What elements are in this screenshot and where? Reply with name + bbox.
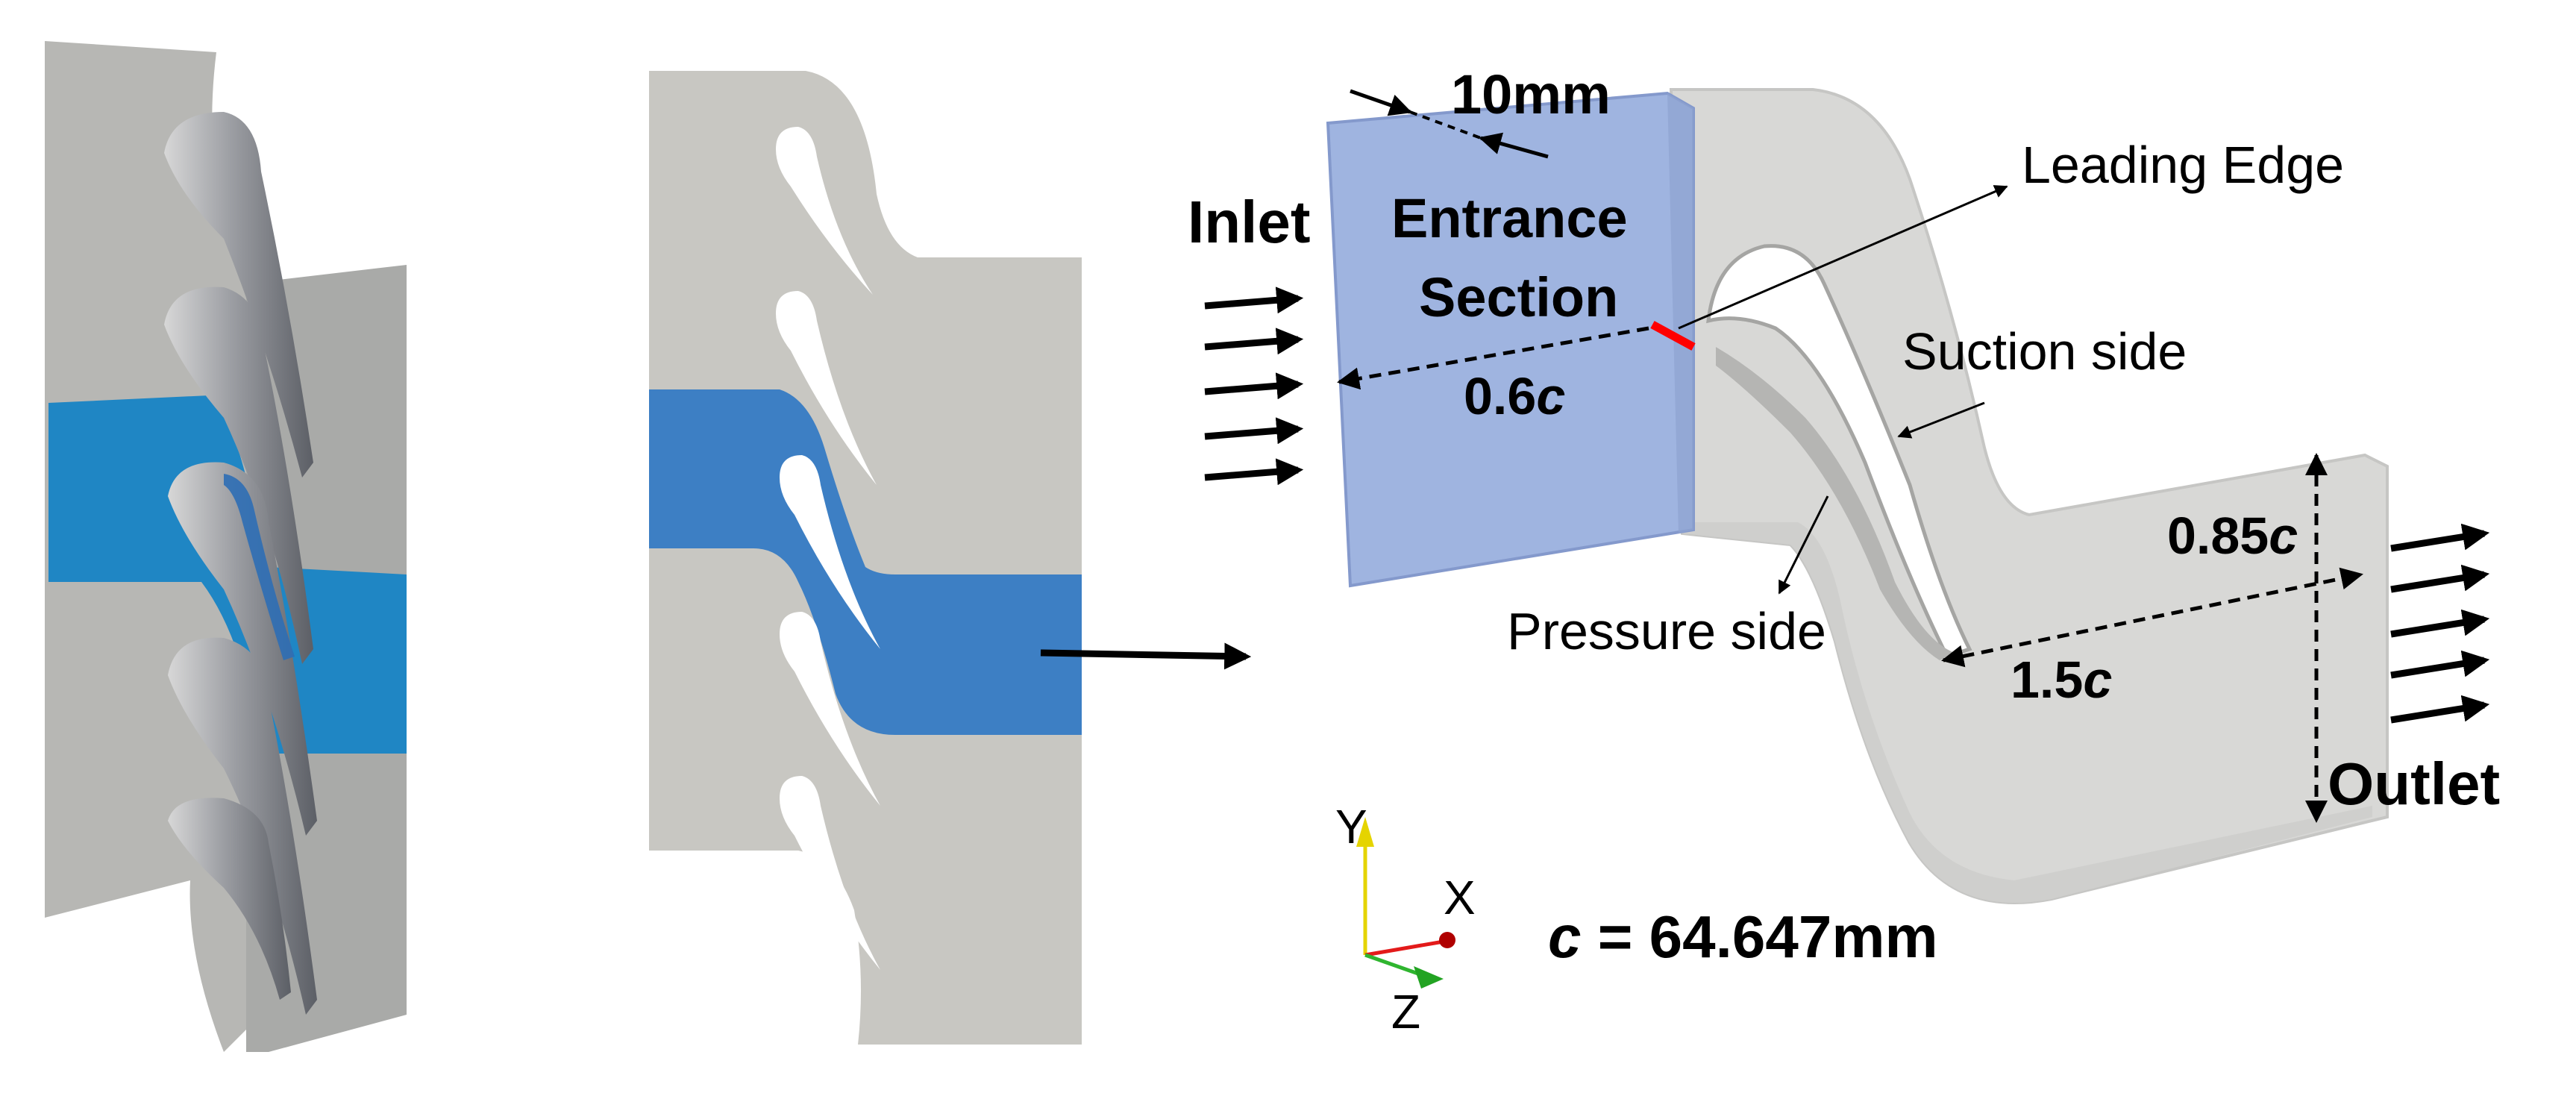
panel-3d-cascade [45, 41, 407, 1052]
chord-symbol: c [1548, 904, 1582, 970]
panel-domain: 10mm Inlet Entrance Section 0.6c Leading… [1188, 63, 2500, 1039]
passage-strip-on-blade [224, 474, 295, 660]
blade-slots-2d [776, 127, 880, 970]
blade-slot [780, 612, 880, 806]
outlet-length-number: 1.5 [2011, 651, 2083, 709]
domain-passage [1669, 88, 2389, 904]
outlet-height-unit: c [2269, 507, 2298, 565]
y-axis-label: Y [1335, 800, 1367, 854]
outlet-arrow [2390, 650, 2490, 679]
outlet-length-unit: c [2083, 651, 2112, 709]
inlet-arrow [1204, 328, 1304, 355]
thickness-arrow-outer [1350, 89, 1412, 116]
outlet-length-dim [1941, 567, 2363, 668]
inlet-arrows [1204, 286, 1304, 486]
chord-length-label: c = 64.647mm [1548, 904, 1938, 970]
pressure-side-label: Pressure side [1507, 602, 1826, 660]
suction-side-label: Suction side [1902, 322, 2187, 381]
inlet-arrow [1204, 417, 1304, 445]
blade-pressure-band [1716, 347, 1955, 660]
inlet-arrow [1204, 372, 1304, 400]
x-axis-label: X [1444, 871, 1476, 924]
inlet-label: Inlet [1188, 189, 1310, 255]
leading-edge-label: Leading Edge [2022, 136, 2344, 194]
panel-2d-cascade [649, 71, 1252, 1045]
pressure-pointer [1778, 495, 1829, 595]
z-axis-label: Z [1391, 985, 1420, 1039]
outlet-length-label: 1.5c [2011, 651, 2112, 709]
x-axis-cone [1439, 932, 1455, 948]
outlet-arrow [2390, 695, 2490, 724]
blade-slot [780, 455, 880, 649]
blade-3d [168, 462, 317, 836]
thickness-label: 10mm [1451, 63, 1611, 125]
blade-slot [776, 127, 873, 295]
outlet-arrow [2390, 523, 2490, 552]
zoom-arrow [1040, 642, 1252, 670]
entrance-label-line1: Entrance [1391, 187, 1628, 249]
entrance-width-unit: c [1536, 367, 1565, 425]
blade-3d [168, 637, 317, 1015]
z-axis-cone [1414, 966, 1444, 989]
y-axis-cone [1356, 817, 1374, 847]
x-axis-line [1364, 939, 1444, 957]
blade-3d [164, 112, 313, 477]
outlet-arrows [2390, 523, 2490, 724]
inlet-arrow [1204, 458, 1304, 486]
entrance-label-line2: Section [1419, 266, 1618, 328]
leading-edge-pointer [1678, 185, 2008, 330]
entrance-width-number: 0.6 [1464, 367, 1536, 425]
outlet-height-number: 0.85 [2167, 507, 2269, 565]
outlet-arrow [2390, 564, 2490, 593]
chord-value: = 64.647mm [1582, 904, 1938, 970]
entrance-width-label: 0.6c [1464, 367, 1565, 425]
blade-slot [780, 776, 880, 970]
blade-slot [776, 291, 877, 485]
leading-edge-mark [1650, 321, 1696, 351]
inlet-arrow [1204, 286, 1304, 314]
entrance-width-dim [1337, 326, 1649, 390]
thickness-arrow-inner [1479, 132, 1549, 159]
blade-3d [168, 798, 291, 1000]
outlet-label: Outlet [2328, 751, 2500, 817]
outlet-height-label: 0.85c [2167, 507, 2298, 565]
blade-row-3d [164, 112, 317, 1015]
entrance-section-side [1667, 93, 1693, 533]
outlet-arrow [2390, 609, 2490, 638]
passage-band-2d [649, 389, 1082, 735]
axis-triad: Y X Z [1335, 800, 1476, 1039]
blade-3d [164, 286, 313, 664]
suction-pointer [1897, 401, 1985, 439]
entrance-section [1326, 91, 1695, 588]
cascade-sheet-2d [649, 71, 1082, 1045]
